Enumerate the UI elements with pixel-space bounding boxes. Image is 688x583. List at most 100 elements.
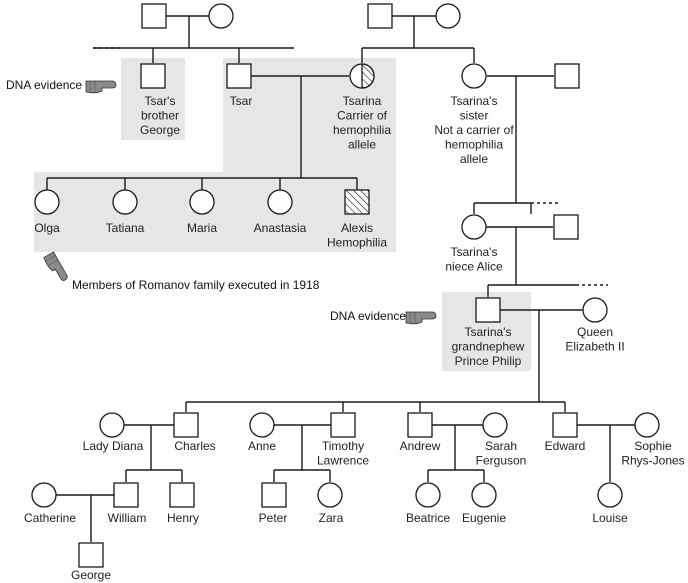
charles-label: Charles: [174, 439, 215, 453]
label-line: hemophilia: [445, 138, 503, 152]
label-line: Carrier of: [337, 109, 388, 123]
maria-symbol: [189, 189, 215, 215]
dna-evidence-note: DNA evidence: [6, 78, 82, 92]
niece-alice-symbol: [461, 214, 487, 240]
romanov-grandmother-symbol: [208, 3, 234, 29]
label-line: Sophie: [634, 439, 672, 453]
tsar-label: Tsar: [230, 94, 253, 108]
tsarina-symbol: [349, 63, 375, 89]
label-line: Olga: [34, 221, 60, 235]
label-line: Anne: [248, 439, 276, 453]
label-line: Charles: [174, 439, 215, 453]
pointing-hand-icon: [405, 311, 437, 325]
label-line: Lawrence: [317, 454, 369, 468]
label-line: Elizabeth II: [565, 340, 624, 354]
george-label: George: [71, 568, 111, 582]
eugenie-label: Eugenie: [462, 511, 506, 525]
alexis-symbol: [344, 189, 370, 215]
label-line: Anastasia: [254, 221, 307, 235]
zara-label: Zara: [319, 511, 344, 525]
tsars-brother-symbol: [140, 63, 166, 89]
henry-symbol: [169, 482, 195, 508]
sisters-husband-symbol: [554, 63, 580, 89]
louise-symbol: [597, 482, 623, 508]
label-line: Catherine: [24, 511, 76, 525]
label-line: Zara: [319, 511, 344, 525]
label-line: Tsarina's: [465, 325, 512, 339]
label-line: George: [140, 123, 180, 137]
alices-husband-symbol: [553, 214, 579, 240]
label-line: Tsar's: [145, 94, 176, 108]
label-line: Sarah: [485, 439, 517, 453]
timothy-lawrence-symbol: [330, 412, 356, 438]
catherine-symbol: [31, 482, 57, 508]
label-line: sister: [460, 109, 489, 123]
label-line: Beatrice: [406, 511, 450, 525]
lady-diana-symbol: [99, 412, 125, 438]
william-symbol: [113, 482, 139, 508]
louise-label: Louise: [592, 511, 628, 525]
lady-diana-label: Lady Diana: [83, 439, 144, 453]
label-line: Henry: [167, 511, 199, 525]
label-line: Tatiana: [106, 221, 145, 235]
romanov-grandfather-symbol: [141, 3, 167, 29]
label-line: Eugenie: [462, 511, 506, 525]
maria-label: Maria: [187, 221, 217, 235]
hesse-grandmother-symbol: [435, 3, 461, 29]
tatiana-label: Tatiana: [106, 221, 145, 235]
label-line: hemophilia: [333, 123, 391, 137]
tatiana-symbol: [112, 189, 138, 215]
pointing-hand-icon: [42, 251, 69, 285]
label-line: Prince Philip: [455, 354, 522, 368]
label-line: Tsarina's: [451, 245, 498, 259]
romanov-executed-note: Members of Romanov family executed in 19…: [72, 278, 320, 292]
george-symbol: [78, 542, 104, 568]
label-line: George: [71, 568, 111, 582]
andrew-label: Andrew: [400, 439, 441, 453]
peter-label: Peter: [259, 511, 288, 525]
anne-label: Anne: [248, 439, 276, 453]
edward-label: Edward: [545, 439, 586, 453]
pointing-hand-icon: [85, 80, 117, 94]
label-line: allele: [460, 152, 488, 166]
label-line: Timothy: [322, 439, 364, 453]
label-line: brother: [141, 109, 179, 123]
queen-elizabeth-symbol: [582, 297, 608, 323]
olga-symbol: [34, 189, 60, 215]
sophie-symbol: [634, 412, 660, 438]
label-line: Tsarina: [343, 94, 382, 108]
anastasia-symbol: [267, 189, 293, 215]
label-line: Andrew: [400, 439, 441, 453]
edward-symbol: [552, 412, 578, 438]
eugenie-symbol: [471, 482, 497, 508]
label-line: allele: [348, 138, 376, 152]
label-line: Not a carrier of: [434, 123, 514, 137]
label-line: Peter: [259, 511, 288, 525]
label-line: Queen: [577, 325, 613, 339]
beatrice-label: Beatrice: [406, 511, 450, 525]
prince-philip-symbol: [475, 297, 501, 323]
beatrice-symbol: [415, 482, 441, 508]
hesse-grandfather-symbol: [367, 3, 393, 29]
zara-symbol: [317, 482, 343, 508]
catherine-label: Catherine: [24, 511, 76, 525]
dna-evidence-note: DNA evidence: [330, 309, 406, 323]
olga-label: Olga: [34, 221, 60, 235]
label-line: Maria: [187, 221, 217, 235]
label-line: Alexis: [341, 221, 373, 235]
andrew-symbol: [407, 412, 433, 438]
label-line: niece Alice: [445, 260, 503, 274]
label-line: Lady Diana: [83, 439, 144, 453]
anne-symbol: [249, 412, 275, 438]
sarah-ferguson-symbol: [482, 412, 508, 438]
charles-symbol: [173, 412, 199, 438]
label-line: Edward: [545, 439, 586, 453]
